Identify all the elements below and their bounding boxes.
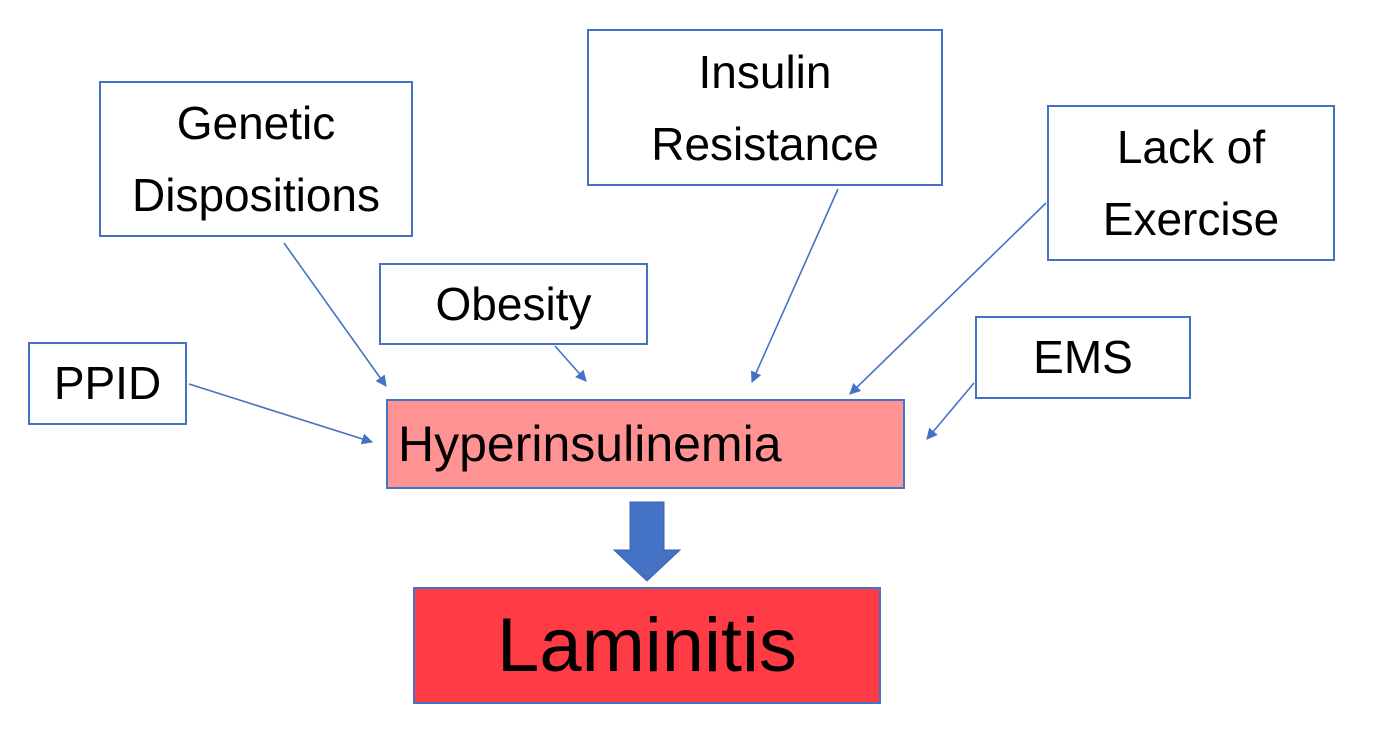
obesity-box: Obesity: [379, 263, 648, 345]
arrow-exercise-to-hyperinsulinemia: [849, 202, 1047, 395]
exercise-line-2: Exercise: [1102, 193, 1280, 245]
arrow-obesity-to-hyperinsulinemia: [554, 345, 587, 382]
ppid-box: PPID: [28, 342, 187, 425]
genetic-line-1: Genetic: [176, 97, 336, 149]
arrow-ems-to-hyperinsulinemia: [926, 382, 975, 440]
ems-box: EMS: [975, 316, 1191, 399]
laminitis-box: Laminitis: [413, 587, 881, 704]
obesity-label: Obesity: [435, 277, 592, 330]
arrow-ppid-to-hyperinsulinemia: [188, 383, 374, 445]
genetic-line-2: Dispositions: [132, 169, 380, 221]
block-arrow-down: [612, 501, 682, 582]
insulin-line-1: Insulin: [698, 45, 832, 98]
arrow-genetic-to-hyperinsulinemia: [283, 242, 387, 387]
lack-of-exercise-box: Lack of Exercise: [1047, 105, 1335, 261]
insulin-resistance-box: Insulin Resistance: [587, 29, 943, 186]
ems-label: EMS: [1033, 331, 1133, 383]
exercise-line-1: Lack of: [1116, 121, 1266, 173]
arrow-insulin-to-hyperinsulinemia: [750, 188, 839, 384]
hyperinsulinemia-box: Hyperinsulinemia: [386, 399, 905, 489]
insulin-line-2: Resistance: [651, 117, 879, 170]
ppid-label: PPID: [53, 357, 162, 409]
genetic-dispositions-box: Genetic Dispositions: [99, 81, 413, 237]
laminitis-label: Laminitis: [497, 602, 797, 688]
hyperinsulinemia-label: Hyperinsulinemia: [398, 415, 782, 472]
